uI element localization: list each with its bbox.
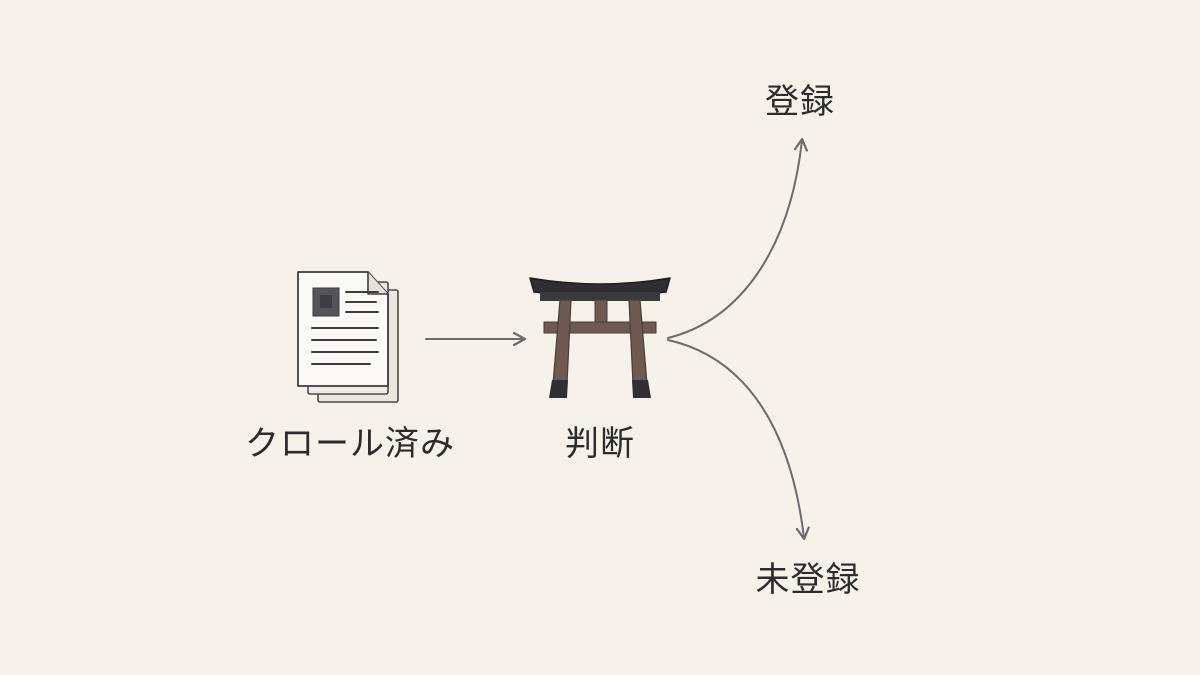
torii-gate-icon [529,277,671,398]
node-label-crawled: クロール済み [245,424,455,464]
arrow-judgment-to-unregistered [667,339,804,538]
arrow-judgment-to-registered [667,140,802,339]
node-label-judgment: 判断 [565,424,635,464]
document-stack-icon [297,271,399,403]
node-label-unregistered: 未登録 [755,560,861,600]
node-label-registered: 登録 [765,82,835,122]
